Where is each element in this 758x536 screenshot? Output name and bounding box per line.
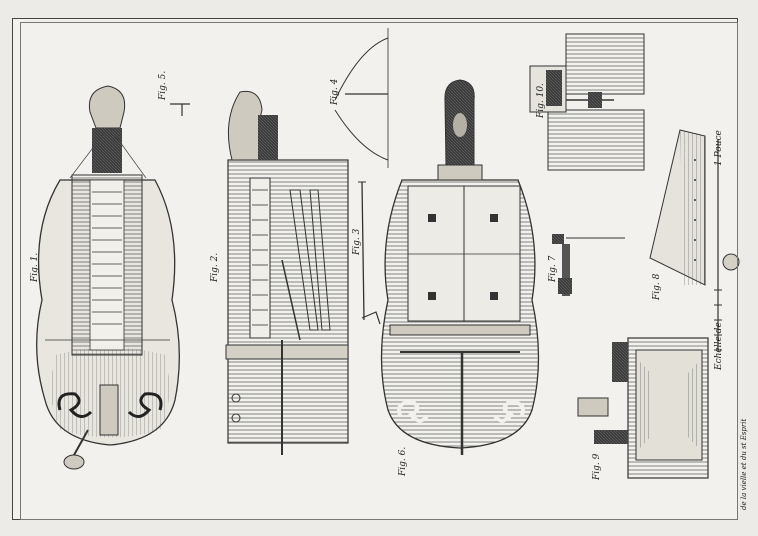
fig10-label: Fig. 10. — [536, 83, 546, 118]
fig8-wedge — [649, 129, 706, 286]
fig5-label: Fig. 5. — [158, 70, 168, 100]
fig6-interior-view — [380, 79, 540, 455]
fig5-small-part — [170, 103, 190, 116]
fig1-front-view — [36, 85, 180, 470]
fig2-side-section — [225, 90, 349, 455]
scale-bar — [714, 140, 740, 351]
fig1-label: Fig. 1. — [30, 252, 40, 282]
fig3-label: Fig. 3 — [352, 228, 362, 255]
fig7-label: Fig. 7 — [548, 255, 558, 282]
fig9-label: Fig. 9 — [592, 453, 602, 480]
fig10-detail — [529, 33, 645, 171]
fig3-rod — [358, 181, 381, 325]
fig4-arc — [334, 28, 389, 168]
margin-note: de la vielle et du st Esprit — [740, 418, 748, 510]
fig4-label: Fig. 4 — [330, 78, 340, 105]
fig6-label: Fig. 6. — [398, 446, 408, 476]
fig7-key-mechanism — [552, 234, 625, 296]
fig9-wheel-box — [577, 337, 709, 479]
fig8-label: Fig. 8 — [652, 273, 662, 300]
scale-caption: Echelle de — [714, 322, 724, 370]
scale-unit: 1 Pouce — [714, 130, 724, 166]
fig2-label: Fig. 2. — [210, 252, 220, 282]
